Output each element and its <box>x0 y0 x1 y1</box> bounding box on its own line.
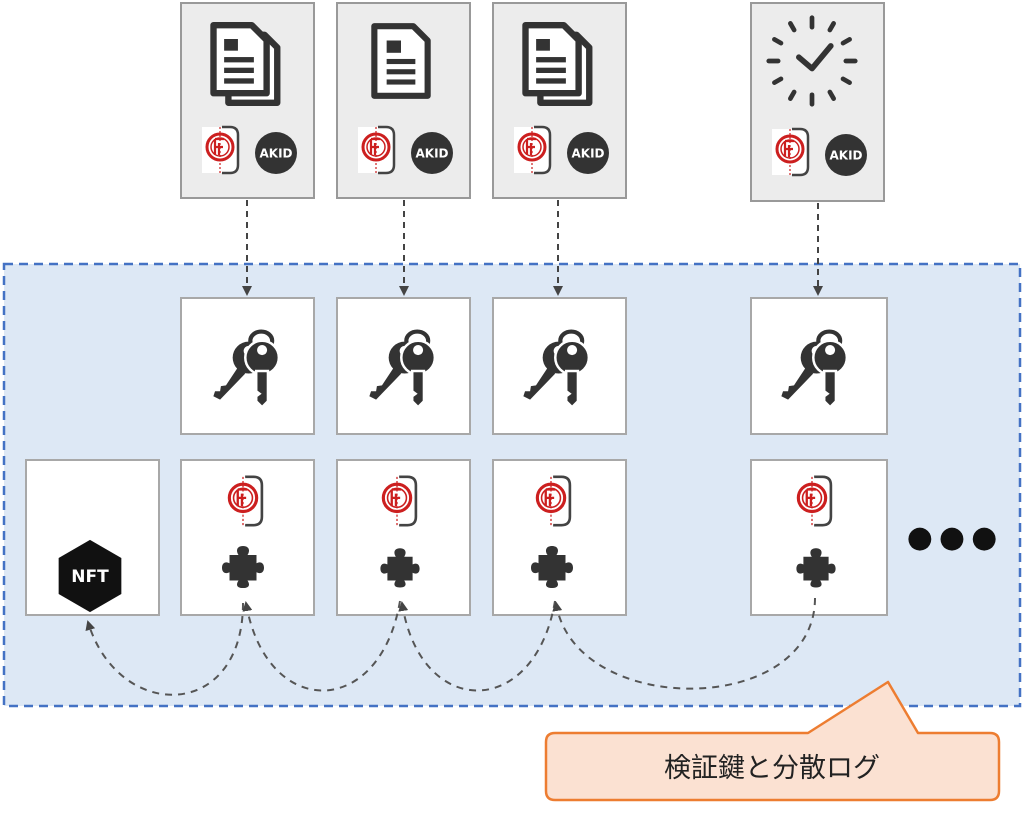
documents-icon <box>526 25 590 103</box>
chain-arc <box>552 597 816 690</box>
akid-badge-label: AKID <box>829 149 862 163</box>
stamp-seal-icon <box>530 475 572 527</box>
source-box: AKID <box>750 2 885 202</box>
log-entry-box <box>492 459 627 616</box>
stamp-seal-icon <box>512 125 552 175</box>
more-indicator: ●●● <box>907 520 1004 555</box>
akid-badge-label: AKID <box>259 147 292 161</box>
source-box: AKID <box>180 2 315 199</box>
source-box: AKID <box>492 2 627 199</box>
log-entry-box <box>750 459 888 616</box>
stamp-seal-icon <box>376 475 418 527</box>
akid-badge-label: AKID <box>571 147 604 161</box>
log-entry-box <box>336 459 471 616</box>
verification-key-box <box>492 297 627 435</box>
verification-key-box <box>336 297 471 435</box>
log-entry-box <box>180 459 315 616</box>
akid-badge-label: AKID <box>415 147 448 161</box>
stamp-seal-icon <box>200 125 240 175</box>
stamp-seal-icon <box>222 475 264 527</box>
chain-arc <box>398 600 556 692</box>
stamp-seal-icon <box>791 475 833 527</box>
document-icon <box>374 26 427 96</box>
chain-arc <box>242 600 401 692</box>
akid-badge <box>411 132 453 174</box>
nft-label: NFT <box>71 567 109 587</box>
verification-key-box <box>750 297 888 435</box>
akid-badge <box>825 134 867 176</box>
akid-badge <box>567 132 609 174</box>
verification-key-box <box>180 297 315 435</box>
akid-badge <box>255 132 297 174</box>
stamp-seal-icon <box>770 127 810 177</box>
source-box: AKID <box>336 2 471 199</box>
callout-box <box>544 680 1001 802</box>
stamp-seal-icon <box>356 125 396 175</box>
nft-box: NFT <box>25 459 160 616</box>
chain-arc <box>85 602 244 696</box>
documents-icon <box>214 25 278 103</box>
callout-label: 検証鍵と分散ログ <box>664 753 880 784</box>
